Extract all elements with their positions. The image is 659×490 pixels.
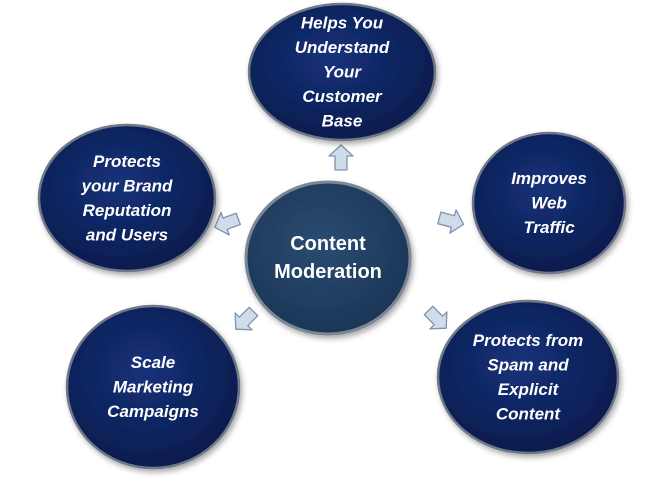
arrow-shape (328, 144, 354, 171)
right-top-label-line: Improves (511, 169, 587, 188)
right-bottom-label-line: Explicit (498, 380, 560, 399)
center-label-line: Moderation (274, 261, 382, 283)
top-label-line: Understand (295, 38, 390, 57)
arrow-to-top (328, 144, 354, 171)
top-label-line: Customer (302, 87, 383, 106)
node-ellipse (471, 131, 627, 275)
top-label-line: Base (322, 112, 363, 131)
left-top-label-line: Reputation (83, 201, 172, 220)
arrow-to-left-bottom (234, 306, 259, 331)
left-top-label-line: and Users (86, 225, 168, 244)
nodes-layer: Helps YouUnderstandYourCustomerBaseImpro… (37, 2, 627, 470)
arrow-shape (214, 211, 241, 236)
right-bottom-label-line: Content (496, 404, 562, 423)
arrows-layer (214, 144, 465, 331)
node-ellipse (247, 2, 437, 142)
center-label-line: Content (290, 233, 366, 255)
left-bottom-label-line: Campaigns (107, 402, 199, 421)
arrow-shape (234, 306, 259, 331)
left-top-label-line: your Brand (81, 176, 173, 195)
center-ellipse (244, 180, 412, 336)
arrow-to-left-top (214, 211, 241, 236)
right-bottom-label-line: Spam and (487, 355, 569, 374)
top-label-line: Your (323, 63, 362, 82)
node-ellipse (436, 299, 620, 455)
right-top-label-line: Traffic (523, 218, 575, 237)
node-ellipse (65, 304, 241, 470)
left-bottom-label-line: Scale (131, 353, 175, 372)
node-ellipse (37, 123, 217, 273)
arrow-to-right-bottom (423, 305, 448, 330)
left-top-label-line: Protects (93, 152, 161, 171)
top-label-line: Helps You (301, 14, 384, 33)
arrow-to-right-top (437, 209, 465, 234)
arrow-shape (423, 305, 448, 330)
arrow-shape (437, 209, 465, 234)
left-bottom-label-line: Marketing (113, 378, 194, 397)
right-top-label-line: Web (531, 194, 567, 213)
right-bottom-label-line: Protects from (473, 331, 584, 350)
